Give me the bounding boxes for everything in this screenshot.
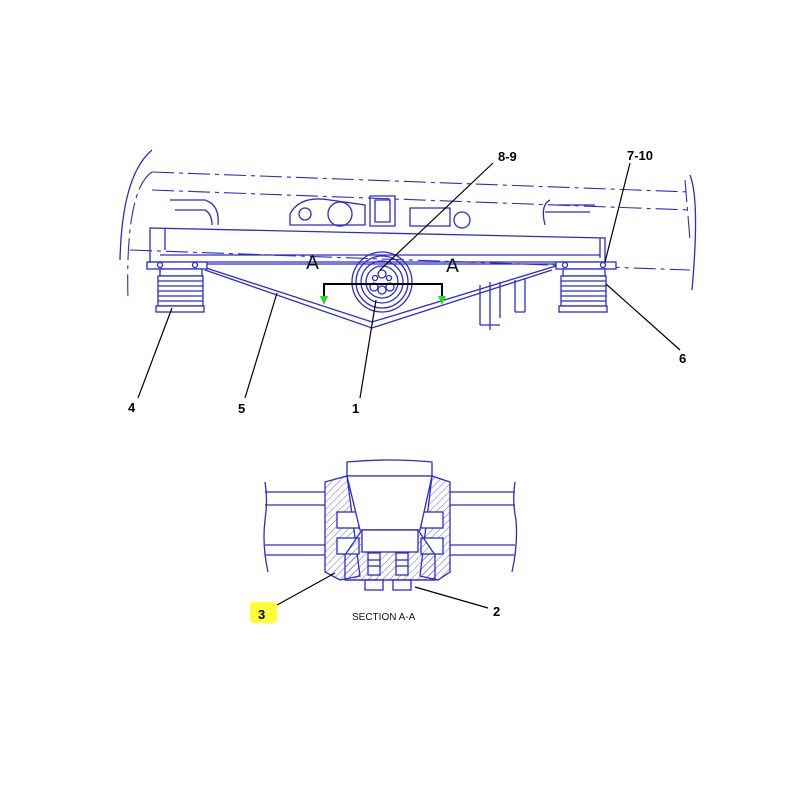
callout-3-highlight [250, 602, 277, 623]
section-marker-right: A [446, 255, 459, 277]
callout-1: 1 [352, 401, 359, 416]
leader-lines-upper [137, 162, 681, 399]
section-arrow-left [320, 296, 328, 305]
callout-6: 6 [679, 351, 686, 366]
leader-lines-section [267, 572, 489, 611]
callout-8-9: 8-9 [498, 149, 517, 164]
section-marker-left: A [306, 252, 319, 274]
callout-2: 2 [493, 604, 500, 619]
section-arrow-right [438, 296, 446, 305]
section-cut-line [320, 283, 446, 305]
callout-7-10: 7-10 [627, 148, 653, 163]
upper-assembly-view [119, 149, 697, 330]
section-caption: SECTION A-A [352, 612, 416, 623]
callout-5: 5 [238, 401, 245, 416]
callout-3: 3 [258, 607, 265, 622]
callout-4: 4 [128, 400, 136, 415]
section-a-a-view [263, 459, 518, 591]
